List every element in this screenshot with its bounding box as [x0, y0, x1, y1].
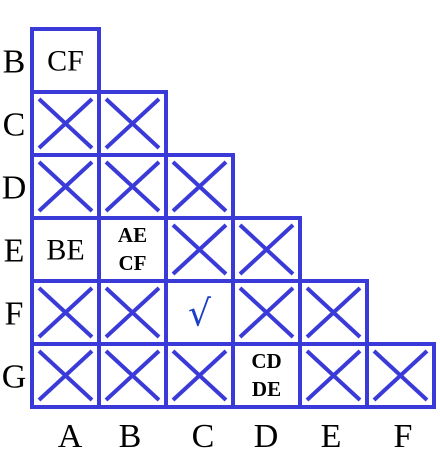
cell-d-b — [97, 153, 168, 220]
cell-f-a — [30, 279, 101, 346]
col-label-c: C — [192, 418, 215, 455]
cross-mark-icon — [104, 97, 161, 150]
row-label-b: B — [3, 44, 26, 81]
check-mark-icon: √ — [188, 294, 211, 335]
cell-f-c: √ — [164, 279, 235, 346]
cell-d-a — [30, 153, 101, 220]
cell-b-a: CF — [30, 27, 101, 94]
row-label-g: G — [2, 359, 27, 396]
cell-f-e — [298, 279, 369, 346]
cross-mark-icon — [372, 349, 429, 402]
cross-mark-icon — [104, 160, 161, 213]
col-label-d: D — [254, 418, 279, 455]
cross-mark-icon — [171, 349, 228, 402]
row-label-d: D — [2, 170, 27, 207]
cell-f-b — [97, 279, 168, 346]
cross-mark-icon — [305, 349, 362, 402]
cell-g-c — [164, 342, 235, 409]
cell-text: CF — [47, 45, 84, 78]
cell-g-f — [365, 342, 436, 409]
cross-mark-icon — [305, 286, 362, 339]
cell-f-d — [231, 279, 302, 346]
col-label-f: F — [394, 418, 413, 455]
cell-text-line: AE — [118, 223, 147, 247]
cell-border — [365, 342, 436, 409]
cell-c-a — [30, 90, 101, 157]
cell-e-d — [231, 216, 302, 283]
cell-e-a: BE — [30, 216, 101, 283]
cell-g-e — [298, 342, 369, 409]
cross-mark-icon — [104, 349, 161, 402]
cross-mark-icon — [37, 286, 94, 339]
cross-mark-icon — [37, 97, 94, 150]
row-label-c: C — [3, 107, 26, 144]
cross-mark-icon — [104, 286, 161, 339]
cross-mark-icon — [238, 223, 295, 276]
cell-text-line: DE — [252, 377, 281, 401]
cell-text-line: CF — [119, 251, 147, 275]
cell-e-c — [164, 216, 235, 283]
cell-text: BE — [46, 234, 84, 267]
cross-mark-icon — [171, 160, 228, 213]
cell-text-line: CD — [251, 349, 281, 373]
cross-mark-icon — [171, 223, 228, 276]
cell-g-a — [30, 342, 101, 409]
cross-mark-icon — [238, 286, 295, 339]
cell-g-b — [97, 342, 168, 409]
cell-d-c — [164, 153, 235, 220]
cross-mark-icon — [37, 349, 94, 402]
cell-c-b — [97, 90, 168, 157]
cell-g-d: CD DE — [231, 342, 302, 409]
col-label-e: E — [321, 418, 342, 455]
cross-mark-icon — [37, 160, 94, 213]
row-label-e: E — [4, 233, 25, 270]
col-label-a: A — [58, 418, 83, 455]
row-label-f: F — [5, 296, 24, 333]
col-label-b: B — [119, 418, 142, 455]
cell-e-b: AE CF — [97, 216, 168, 283]
